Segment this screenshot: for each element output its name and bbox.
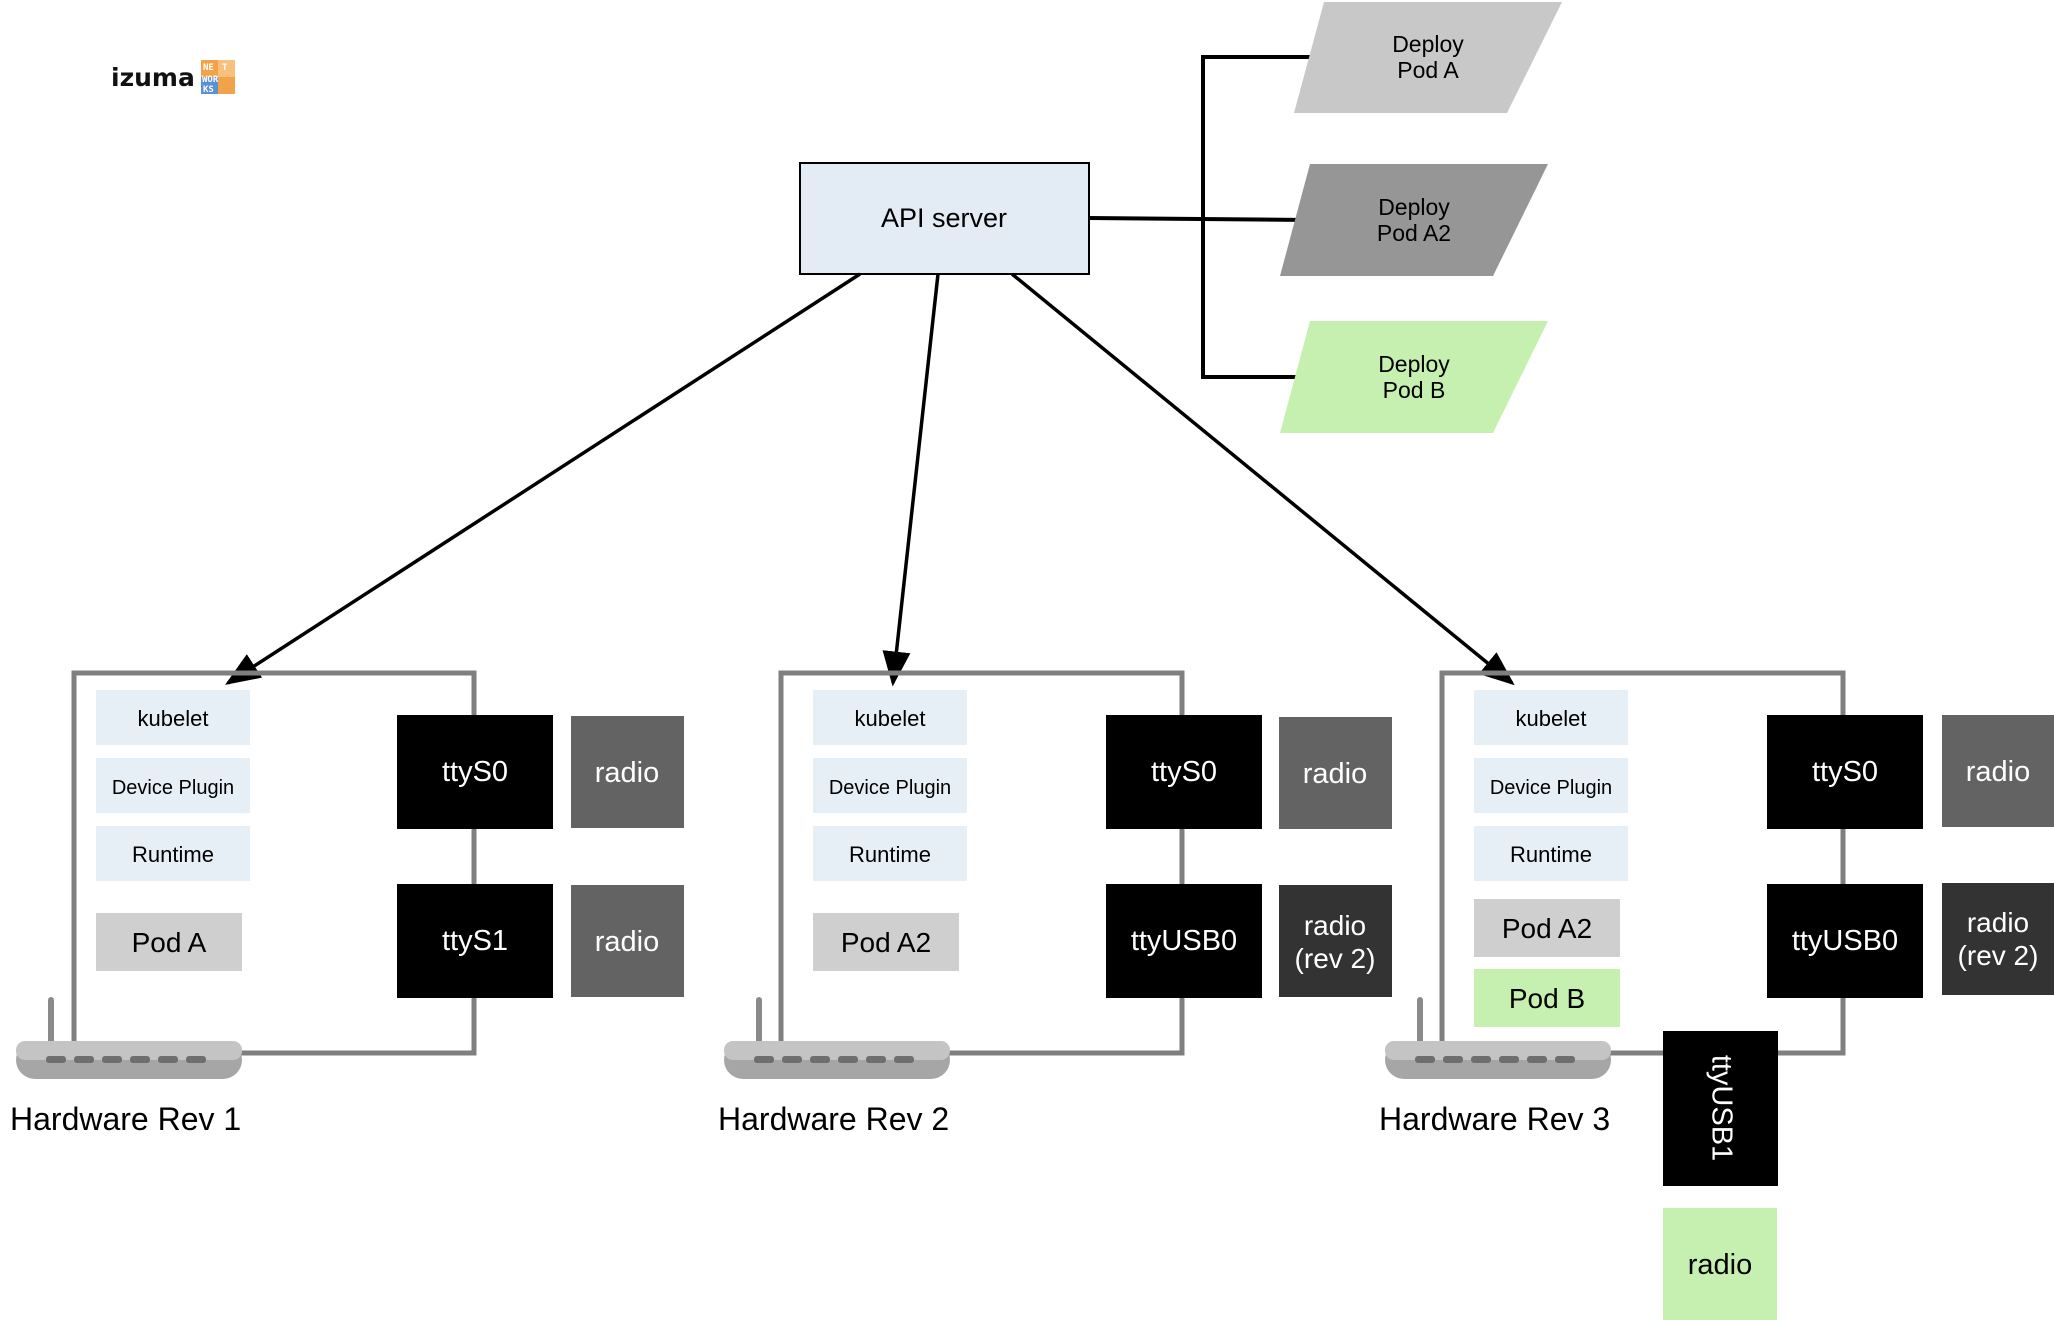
svg-text:radio: radio: [595, 757, 660, 789]
api-server-label: API server: [881, 203, 1007, 233]
svg-text:kubelet: kubelet: [1516, 706, 1587, 731]
svg-text:Pod A: Pod A: [132, 927, 207, 958]
stack-device-plugin: Device Plugin: [96, 758, 250, 813]
hardware-rev-3: kubelet Device Plugin Runtime Pod A2 Pod…: [1379, 670, 2054, 1320]
stack-runtime: Runtime: [813, 826, 967, 881]
stack-runtime: Runtime: [96, 826, 250, 881]
radio-ttys0: radio: [1942, 715, 2054, 827]
svg-text:ttyS1: ttyS1: [442, 925, 508, 957]
router-icon: [16, 997, 242, 1079]
deploy-pod-a2-line2: Pod A2: [1377, 220, 1451, 246]
stack-device-plugin: Device Plugin: [813, 758, 967, 813]
svg-text:ttyS0: ttyS0: [1151, 756, 1217, 788]
port-ttys1: ttyS1: [397, 884, 553, 998]
svg-text:(rev 2): (rev 2): [1958, 940, 2039, 971]
svg-text:radio: radio: [1967, 907, 2029, 938]
deploy-pod-a2-shape: [1280, 164, 1548, 276]
radio-ttys0: radio: [1279, 717, 1392, 829]
svg-text:NE: NE: [203, 63, 214, 73]
hardware-rev-2: kubelet Device Plugin Runtime Pod A2 tty…: [718, 670, 1392, 1137]
logo-wordmark: izuma: [111, 63, 195, 92]
svg-text:Runtime: Runtime: [849, 842, 931, 867]
arrow-to-rev2: [882, 273, 940, 687]
izuma-logo: izuma NE T WOR KS: [111, 60, 235, 95]
svg-text:ttyS0: ttyS0: [1812, 756, 1878, 788]
hardware-rev-1: kubelet Device Plugin Runtime Pod A ttyS…: [10, 670, 684, 1137]
router-icon: [1385, 997, 1611, 1079]
svg-text:radio: radio: [1966, 756, 2031, 788]
svg-text:KS: KS: [203, 85, 214, 95]
svg-text:T: T: [222, 63, 228, 73]
svg-text:WOR: WOR: [202, 75, 219, 85]
svg-text:Runtime: Runtime: [132, 842, 214, 867]
radio-ttys0: radio: [571, 716, 684, 828]
pod-a2: Pod A2: [1474, 899, 1620, 957]
svg-text:(rev 2): (rev 2): [1295, 943, 1376, 974]
svg-text:ttyUSB1: ttyUSB1: [1705, 1055, 1737, 1161]
radio-ttys1: radio: [571, 885, 684, 997]
svg-text:Pod A2: Pod A2: [841, 927, 931, 958]
radio-rev2-ttyusb0: radio (rev 2): [1279, 885, 1392, 997]
deploy-step-pod-b: Deploy Pod B: [1280, 321, 1548, 433]
radio-rev2-ttyusb0: radio (rev 2): [1942, 883, 2054, 995]
arrow-to-rev3: [1010, 272, 1515, 686]
svg-text:radio: radio: [1688, 1249, 1753, 1281]
deploy-pod-a-line2: Pod A: [1397, 57, 1459, 83]
svg-text:Device Plugin: Device Plugin: [829, 777, 951, 799]
deploy-step-pod-a: Deploy Pod A: [1294, 2, 1562, 113]
stack-runtime: Runtime: [1474, 826, 1628, 881]
port-ttys0: ttyS0: [397, 715, 553, 829]
deploy-connectors: [1087, 55, 1322, 379]
svg-text:Device Plugin: Device Plugin: [112, 777, 234, 799]
svg-text:kubelet: kubelet: [138, 706, 209, 731]
radio-ttyusb1: radio: [1663, 1208, 1777, 1320]
svg-text:ttyS0: ttyS0: [442, 756, 508, 788]
api-server: API server: [799, 162, 1090, 275]
port-ttyusb0: ttyUSB0: [1106, 884, 1262, 998]
hardware-title: Hardware Rev 3: [1379, 1101, 1610, 1137]
svg-text:ttyUSB0: ttyUSB0: [1131, 925, 1237, 957]
svg-text:Pod B: Pod B: [1509, 983, 1585, 1014]
port-ttys0: ttyS0: [1767, 715, 1923, 829]
svg-text:radio: radio: [595, 926, 660, 958]
pod-b: Pod B: [1474, 969, 1620, 1027]
router-icon: [724, 997, 950, 1079]
stack-kubelet: kubelet: [1474, 690, 1628, 745]
svg-text:Pod A2: Pod A2: [1502, 913, 1592, 944]
deploy-pod-b-line2: Pod B: [1383, 377, 1446, 403]
port-ttyusb0: ttyUSB0: [1767, 884, 1923, 998]
svg-text:radio: radio: [1303, 758, 1368, 790]
svg-text:kubelet: kubelet: [855, 706, 926, 731]
svg-text:radio: radio: [1304, 910, 1366, 941]
hardware-title: Hardware Rev 2: [718, 1101, 949, 1137]
board-outline: [778, 670, 1185, 1056]
pod-a2: Pod A2: [813, 913, 959, 971]
logo-mark: NE T WOR KS: [201, 60, 235, 95]
hardware-title: Hardware Rev 1: [10, 1101, 241, 1137]
board-outline: [71, 670, 477, 1056]
stack-device-plugin: Device Plugin: [1474, 758, 1628, 813]
schedule-arrows: [225, 272, 1515, 687]
deploy-pod-a2-line1: Deploy: [1378, 194, 1450, 220]
deploy-pod-b-shape: [1280, 321, 1548, 433]
svg-text:ttyUSB0: ttyUSB0: [1792, 925, 1898, 957]
svg-text:Device Plugin: Device Plugin: [1490, 777, 1612, 799]
port-ttyusb1: ttyUSB1: [1663, 1031, 1778, 1186]
pod-a: Pod A: [96, 913, 242, 971]
deploy-pod-a-line1: Deploy: [1392, 31, 1464, 57]
svg-text:Runtime: Runtime: [1510, 842, 1592, 867]
deploy-pod-b-line1: Deploy: [1378, 351, 1450, 377]
deploy-step-pod-a2: Deploy Pod A2: [1280, 164, 1548, 276]
stack-kubelet: kubelet: [813, 690, 967, 745]
arrow-to-rev1: [225, 272, 861, 685]
stack-kubelet: kubelet: [96, 690, 250, 745]
deploy-pod-a-shape: [1294, 2, 1562, 113]
port-ttys0: ttyS0: [1106, 715, 1262, 829]
